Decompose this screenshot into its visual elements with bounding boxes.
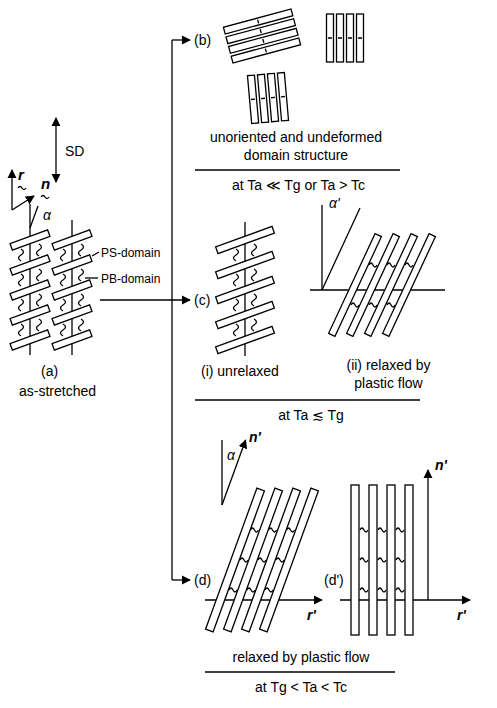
- panel-caption: unoriented and undeformed domain structu…: [195, 128, 397, 164]
- panel-label: (b): [193, 31, 212, 49]
- r-vector: [11, 170, 12, 210]
- lamella-stack: [310, 205, 445, 336]
- stretch-direction-arrow: [55, 118, 56, 182]
- lamella-stack: [216, 222, 275, 356]
- separator-line: [195, 399, 420, 400]
- lamella-stack: [340, 470, 470, 635]
- part-label: PS-domain: [100, 244, 161, 262]
- angle-label: α': [328, 194, 341, 212]
- panel-caption: as-stretched: [18, 382, 97, 400]
- part-label: PB-domain: [100, 270, 161, 288]
- panel-caption: (ii) relaxed by plastic flow: [325, 356, 452, 392]
- lamella-stack: [205, 440, 322, 632]
- vector-label: n: [40, 175, 51, 193]
- leader-line: [85, 277, 98, 278]
- direction-label: SD: [64, 142, 85, 160]
- domain-group: [327, 14, 364, 62]
- flow-arrow: [172, 579, 190, 580]
- panel-caption: (i) unrelaxed: [200, 362, 280, 380]
- lamella-stack: [10, 230, 50, 350]
- vector-tilde: [41, 196, 49, 199]
- vector-label: r': [456, 606, 467, 624]
- vector-label: r: [17, 166, 25, 184]
- flow-arrow: [100, 299, 190, 300]
- vector-tilde: [18, 187, 26, 190]
- domain-group: [223, 9, 300, 63]
- separator-line: [195, 169, 400, 170]
- normal-line: [30, 206, 38, 228]
- angle-label: α: [42, 206, 52, 224]
- panel-label: (d'): [323, 571, 345, 589]
- panel-label: (d): [193, 571, 212, 589]
- domain-group: [247, 72, 288, 123]
- panel-caption: relaxed by plastic flow: [200, 648, 402, 666]
- flow-line: [171, 40, 172, 580]
- condition-label: at Ta ≲ Tg: [200, 406, 422, 424]
- panel-label: (c): [193, 291, 211, 309]
- lamella-stack: [52, 230, 92, 350]
- vector-label: n': [248, 428, 262, 446]
- leader-line: [92, 252, 99, 256]
- condition-label: at Ta ≪ Tg or Ta > Tc: [195, 176, 402, 194]
- vector-label: r': [306, 606, 317, 624]
- flow-arrow: [172, 39, 190, 40]
- panel-label: (a): [40, 362, 59, 380]
- separator-line: [205, 671, 395, 672]
- n-vector: [12, 196, 34, 210]
- vector-label: n': [434, 456, 448, 474]
- condition-label: at Tg < Ta < Tc: [200, 678, 402, 696]
- angle-label: α: [226, 446, 236, 464]
